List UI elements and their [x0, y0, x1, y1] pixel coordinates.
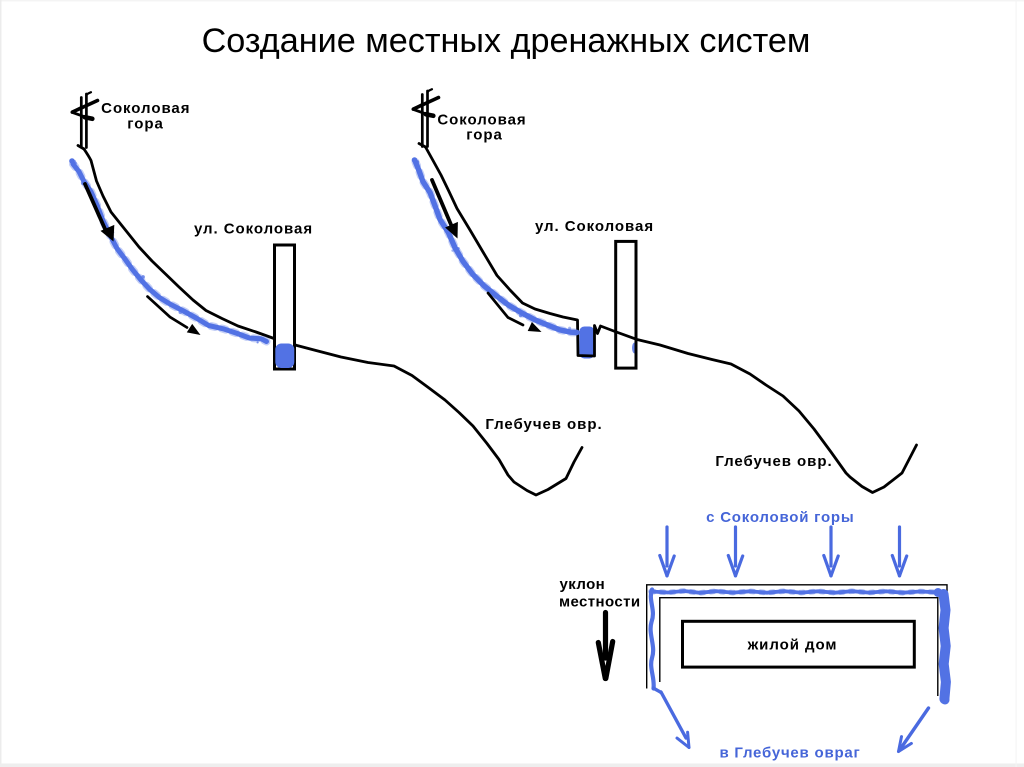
svg-text:местности: местности: [559, 593, 640, 610]
svg-text:Глебучев овр.: Глебучев овр.: [715, 453, 832, 470]
svg-text:Соколовая: Соколовая: [101, 100, 190, 117]
svg-text:с Соколовой горы: с Соколовой горы: [706, 509, 854, 526]
svg-text:Создание местных дренажных сис: Создание местных дренажных систем: [202, 22, 811, 60]
svg-text:Глебучев овр.: Глебучев овр.: [485, 416, 602, 433]
svg-text:уклон: уклон: [560, 576, 606, 593]
svg-text:Соколовая: Соколовая: [437, 112, 526, 129]
svg-text:в Глебучев овраг: в Глебучев овраг: [719, 745, 860, 762]
svg-text:гора: гора: [466, 127, 503, 144]
svg-text:жилой дом: жилой дом: [747, 637, 838, 654]
svg-text:ул. Соколовая: ул. Соколовая: [194, 221, 313, 238]
svg-text:гора: гора: [127, 115, 164, 132]
svg-text:ул. Соколовая: ул. Соколовая: [535, 218, 654, 235]
